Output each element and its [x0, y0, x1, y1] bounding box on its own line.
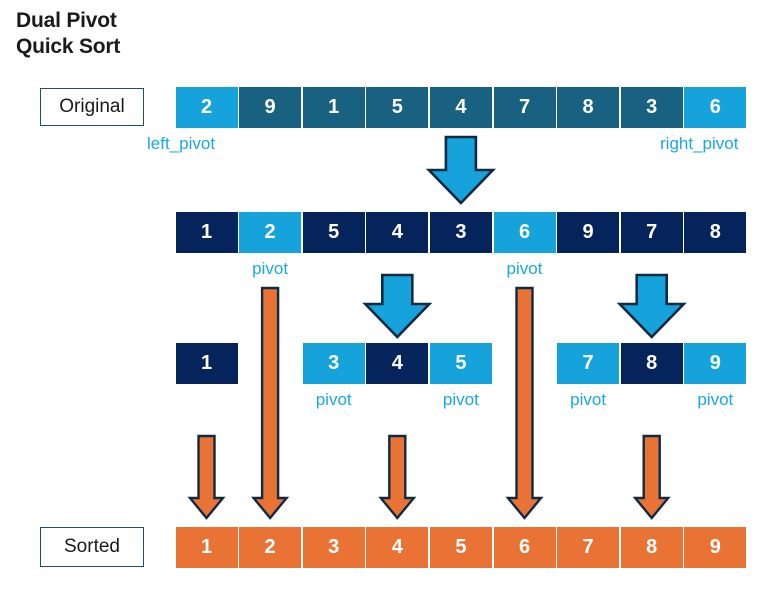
array-cell: 4 — [366, 212, 429, 253]
row-label-sorted: Sorted — [40, 527, 144, 567]
orange-arrow-place-6 — [505, 286, 544, 520]
array-cell: 4 — [366, 527, 429, 568]
orange-arrow-place-2 — [251, 286, 290, 520]
array-cell: 3 — [302, 343, 365, 384]
array-cell: 5 — [366, 87, 429, 128]
pivot-caption: pivot — [442, 390, 479, 409]
array-cell: 1 — [302, 87, 365, 128]
array-cell: 1 — [175, 212, 238, 253]
array-cell: 9 — [239, 87, 302, 128]
array-cell: 8 — [620, 527, 683, 568]
array-cell: 4 — [429, 87, 492, 128]
pivot-caption: pivot — [570, 390, 607, 409]
array-cell: 8 — [557, 87, 620, 128]
blue-arrow-split-left — [362, 273, 433, 339]
array-cell: 7 — [557, 343, 620, 384]
array-cell: 8 — [684, 212, 747, 253]
array-cell: 6 — [684, 87, 747, 128]
orange-arrow-place-1 — [187, 434, 226, 520]
array-cell: 2 — [175, 87, 238, 128]
array-cell: 9 — [557, 212, 620, 253]
array-cell: 2 — [239, 212, 302, 253]
blue-arrow-split-right — [616, 273, 687, 339]
pivot-caption: pivot — [252, 259, 289, 278]
pivot-caption: pivot — [697, 390, 734, 409]
array-cell: 3 — [620, 87, 683, 128]
array-cell: 9 — [684, 527, 747, 568]
array-cell: 3 — [302, 527, 365, 568]
pivot-caption: pivot — [506, 259, 543, 278]
array-cell: 7 — [620, 212, 683, 253]
array-cell: 7 — [493, 87, 556, 128]
array-cell: 1 — [175, 527, 238, 568]
page-title: Dual Pivot Quick Sort — [16, 9, 121, 58]
left-pivot-caption: left_pivot — [147, 134, 216, 153]
blue-arrow-split-original — [425, 135, 496, 205]
array-cell: 6 — [493, 212, 556, 253]
array-cell: 9 — [684, 343, 747, 384]
array-cell: 4 — [366, 343, 429, 384]
orange-arrow-place-8 — [632, 434, 671, 520]
right-pivot-caption: right_pivot — [660, 134, 739, 153]
array-cell: 7 — [557, 527, 620, 568]
array-cell: 5 — [302, 212, 365, 253]
orange-arrow-place-4 — [378, 434, 417, 520]
array-cell: 6 — [493, 527, 556, 568]
pivot-caption: pivot — [315, 390, 352, 409]
array-cell: 5 — [429, 343, 492, 384]
array-cell: 5 — [429, 527, 492, 568]
array-cell: 3 — [429, 212, 492, 253]
array-cell: 8 — [620, 343, 683, 384]
row-label-original: Original — [40, 88, 144, 126]
array-cell: 1 — [175, 343, 238, 384]
array-cell: 2 — [239, 527, 302, 568]
